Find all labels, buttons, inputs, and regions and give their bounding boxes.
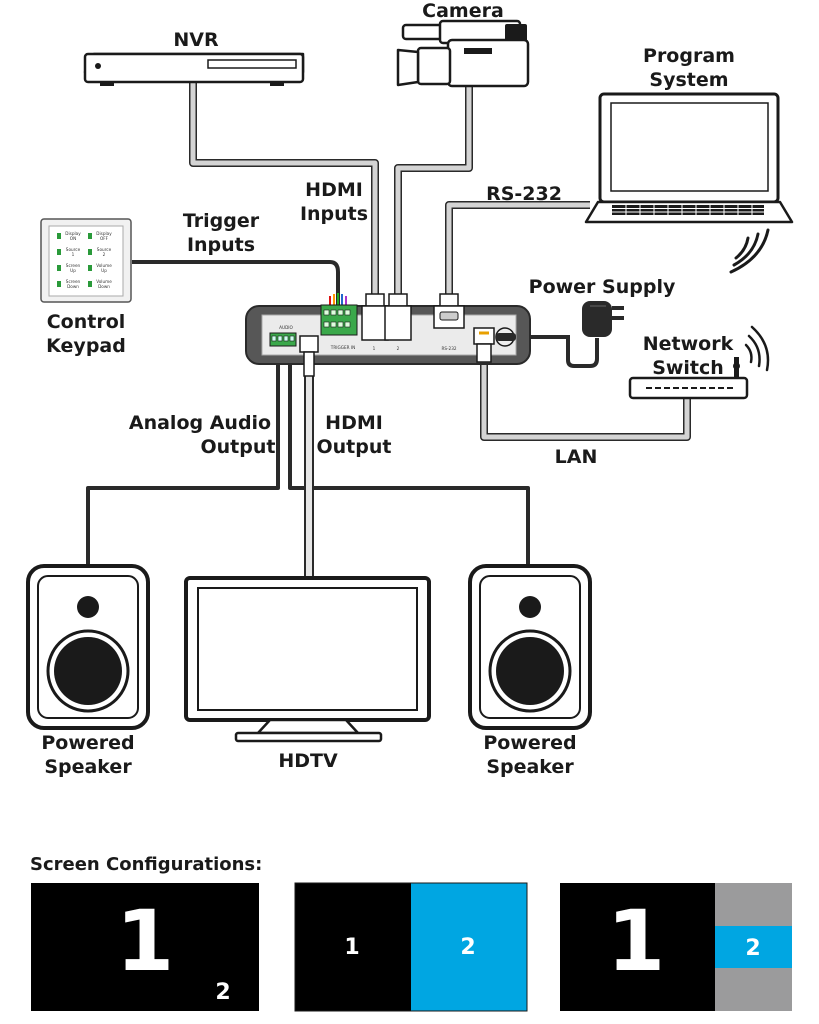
svg-text:Display: Display: [65, 231, 81, 236]
keypad-button: Source 1: [57, 247, 81, 257]
hdtv-display: [184, 576, 431, 743]
hdmi-input-port: [361, 293, 389, 341]
keypad-button: Display OFF: [88, 231, 112, 241]
hdmi-output-port: [299, 335, 319, 353]
svg-text:Source: Source: [66, 247, 81, 252]
svg-text:Source: Source: [97, 247, 112, 252]
rs232-port: [433, 293, 465, 329]
hdmi-input-port: [384, 293, 412, 341]
rs232-label: RS-232: [486, 183, 562, 205]
powered-speaker-right: [468, 564, 592, 730]
config2-right-number: 2: [460, 935, 475, 960]
network-switch-label-line1: Network: [643, 333, 734, 355]
program-system-label-line1: Program: [643, 45, 735, 67]
svg-text:2: 2: [397, 346, 400, 351]
hdmi-output-label-line2: Output: [317, 436, 392, 458]
keypad-button: Volume Down: [88, 279, 112, 289]
control-keypad-label-line2: Keypad: [46, 335, 126, 357]
audio-cable-right: [288, 360, 530, 566]
cables: [86, 82, 691, 578]
powered-speaker-left-label-line2: Speaker: [44, 756, 132, 778]
powered-speaker-right-label-line2: Speaker: [486, 756, 574, 778]
program-system-label-line2: System: [649, 69, 728, 91]
power-supply-label: Power Supply: [529, 276, 676, 298]
svg-text:Volume: Volume: [96, 263, 112, 268]
analog-audio-output-label-line1: Analog Audio: [129, 412, 271, 434]
keypad-button: Display ON: [57, 231, 81, 241]
network-switch-label-line2: Switch: [652, 357, 724, 379]
hdmi-output-label-line1: HDMI: [325, 412, 383, 434]
powered-speaker-left-label-line1: Powered: [41, 732, 134, 754]
control-keypad-label-line1: Control: [47, 311, 126, 333]
svg-text:Volume: Volume: [96, 279, 112, 284]
config3-right-number: 2: [745, 936, 760, 961]
svg-text:Display: Display: [96, 231, 112, 236]
power-supply-adapter: [582, 301, 624, 337]
config1-main-number: 1: [116, 892, 174, 990]
hdmi-inputs-label-line2: Inputs: [300, 203, 368, 225]
svg-text:1: 1: [72, 252, 75, 257]
audio-cable-left: [86, 360, 280, 566]
svg-text:RS-232: RS-232: [441, 346, 456, 351]
control-keypad: Display ON Display OFF Source 1 Source 2…: [40, 218, 132, 303]
audio-output-port: [269, 332, 297, 347]
hdtv-label: HDTV: [278, 750, 338, 772]
camera-device: [396, 19, 530, 88]
svg-text:1: 1: [373, 346, 376, 351]
wireless-icon: [729, 228, 770, 274]
svg-text:AUDIO: AUDIO: [279, 325, 293, 330]
nvr-label: NVR: [173, 29, 219, 51]
trigger-inputs-label-line2: Inputs: [187, 234, 255, 256]
config3-left-number: 1: [607, 892, 665, 990]
svg-text:Down: Down: [67, 284, 79, 289]
svg-text:TRIGGER IN: TRIGGER IN: [330, 345, 355, 350]
power-port: [495, 327, 516, 347]
svg-text:OFF: OFF: [100, 236, 109, 241]
hdmi-input-cable-camera: [394, 84, 473, 294]
analog-audio-output-label-line2: Output: [201, 436, 276, 458]
screen-config-main-plus-side: 1 2: [560, 883, 792, 1011]
svg-text:2: 2: [103, 252, 106, 257]
switcher-device: AUDIO TRIGGER IN 1 2 RS-232: [245, 293, 531, 377]
wireless-icon: [744, 325, 770, 372]
screen-config-pip: 1 2: [31, 883, 259, 1011]
hdmi-inputs-label-line1: HDMI: [305, 179, 363, 201]
lan-port: [473, 327, 495, 363]
screen-configurations-title: Screen Configurations:: [30, 854, 262, 875]
keypad-button: Volume Up: [88, 263, 112, 273]
screen-config-side-by-side: 1 2: [294, 882, 528, 1012]
powered-speaker-left: [26, 564, 150, 730]
keypad-button: Source 2: [88, 247, 112, 257]
svg-text:Up: Up: [101, 268, 107, 273]
svg-text:Down: Down: [98, 284, 110, 289]
config1-pip-number: 2: [215, 980, 230, 1005]
power-cable: [515, 335, 599, 368]
camera-label: Camera: [422, 0, 504, 22]
program-system-laptop: [584, 92, 794, 224]
powered-speaker-right-label-line1: Powered: [483, 732, 576, 754]
lan-label: LAN: [555, 446, 598, 468]
nvr-device: [83, 52, 305, 86]
network-switch-device: [628, 357, 749, 400]
svg-text:Up: Up: [70, 268, 76, 273]
svg-text:Screen: Screen: [66, 279, 81, 284]
config2-left-number: 1: [344, 935, 359, 960]
trigger-cable: [132, 260, 340, 305]
trigger-inputs-label-line1: Trigger: [183, 210, 260, 232]
trigger-input-port: [320, 304, 358, 336]
keypad-button: Screen Up: [57, 263, 81, 273]
svg-text:Screen: Screen: [66, 263, 81, 268]
keypad-button: Screen Down: [57, 279, 81, 289]
svg-text:ON: ON: [70, 236, 76, 241]
